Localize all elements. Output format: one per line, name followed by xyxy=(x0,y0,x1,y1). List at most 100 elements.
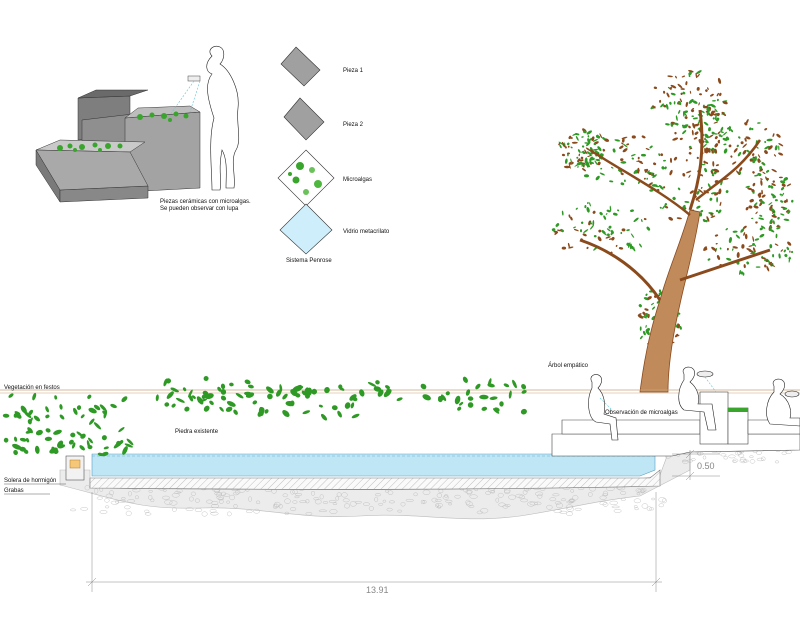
leaf xyxy=(770,185,774,189)
gravel-stone xyxy=(341,492,348,498)
leaf xyxy=(691,129,694,136)
leaf xyxy=(76,405,82,410)
leaf xyxy=(638,304,642,308)
gravel-stone xyxy=(253,508,260,514)
leaf xyxy=(672,196,676,201)
gravel-stone xyxy=(520,498,528,503)
leaf xyxy=(19,437,27,442)
leaf xyxy=(420,383,427,390)
leaf xyxy=(479,394,489,400)
leaf xyxy=(599,172,605,176)
leaf xyxy=(440,394,447,401)
leaf xyxy=(723,148,728,154)
leaf xyxy=(587,154,593,158)
leaf xyxy=(603,215,607,220)
leaf xyxy=(759,233,765,238)
leaf xyxy=(663,104,667,108)
leaf xyxy=(662,204,666,210)
leaf xyxy=(752,236,755,242)
leaf xyxy=(285,400,295,407)
leaf xyxy=(121,396,128,403)
leaf xyxy=(508,390,512,399)
leaf xyxy=(586,246,589,250)
leaf xyxy=(759,214,763,217)
leaf xyxy=(751,127,754,131)
leaf xyxy=(684,201,690,203)
leaf xyxy=(689,90,692,94)
leaf xyxy=(630,209,634,212)
gravel-stone xyxy=(215,492,222,498)
leaf xyxy=(45,414,50,419)
leaf xyxy=(602,137,606,140)
gravel-stone xyxy=(620,491,627,496)
leaf xyxy=(689,190,694,194)
leaf xyxy=(291,385,299,394)
gravel-stone xyxy=(368,505,374,511)
legend-label-piece-2: Pieza 2 xyxy=(343,122,364,128)
gravel-stone xyxy=(342,498,350,503)
leaf xyxy=(735,234,741,239)
leaf xyxy=(350,402,355,409)
leaf xyxy=(592,148,598,151)
gravel-stone xyxy=(599,501,607,506)
leaf xyxy=(716,98,719,102)
leaf xyxy=(71,442,76,449)
standing-person-icon xyxy=(206,45,240,191)
gravel-stone xyxy=(728,454,736,459)
leaf xyxy=(715,242,718,245)
gravel-stone xyxy=(248,496,253,502)
gravel-stone xyxy=(732,460,737,463)
leaf xyxy=(674,333,679,338)
leaf xyxy=(266,386,274,394)
leaf xyxy=(706,104,712,107)
leaf xyxy=(699,212,703,217)
leaf xyxy=(696,156,699,159)
leaf xyxy=(678,109,681,114)
leaf xyxy=(318,404,323,408)
gravel-stone xyxy=(93,488,99,494)
leaf xyxy=(688,125,691,129)
leaf xyxy=(706,107,711,112)
leaf xyxy=(762,171,766,175)
leaf xyxy=(688,98,694,104)
gravel-stone xyxy=(335,496,340,501)
leaf xyxy=(751,189,755,193)
leaf xyxy=(669,87,673,90)
gravel-stone xyxy=(211,500,219,505)
dimension-depth: 0.50 xyxy=(697,461,715,471)
leaf xyxy=(589,202,591,207)
leaf xyxy=(70,432,76,438)
leaf xyxy=(642,316,648,319)
leaf xyxy=(220,383,226,390)
leaf xyxy=(611,236,615,241)
leaf xyxy=(570,216,573,221)
gravel-stone xyxy=(210,504,219,509)
gravel-stone xyxy=(466,490,472,496)
leaf xyxy=(680,88,685,90)
leaf xyxy=(751,217,754,220)
leaf xyxy=(761,189,763,195)
leaf xyxy=(593,234,597,238)
leaf xyxy=(175,397,185,403)
gravel-stone xyxy=(318,509,328,512)
leaf xyxy=(653,162,657,166)
gravel-stone xyxy=(636,492,641,496)
leaf xyxy=(785,209,790,213)
leaf xyxy=(235,392,244,399)
leaf xyxy=(677,334,680,337)
leaf xyxy=(247,384,254,389)
leaf xyxy=(337,410,342,418)
gravel-stone xyxy=(148,489,153,493)
leaf xyxy=(93,404,101,411)
leaf xyxy=(462,376,468,383)
leaf xyxy=(652,105,656,109)
gravel-stone xyxy=(495,497,499,503)
leaf xyxy=(777,216,780,220)
leaf xyxy=(568,214,571,218)
leaf xyxy=(587,135,590,138)
leaf xyxy=(644,308,649,311)
leaf xyxy=(685,159,688,162)
leaf xyxy=(615,244,618,247)
gravel-stone xyxy=(497,492,504,498)
gravel-stone xyxy=(633,505,638,508)
